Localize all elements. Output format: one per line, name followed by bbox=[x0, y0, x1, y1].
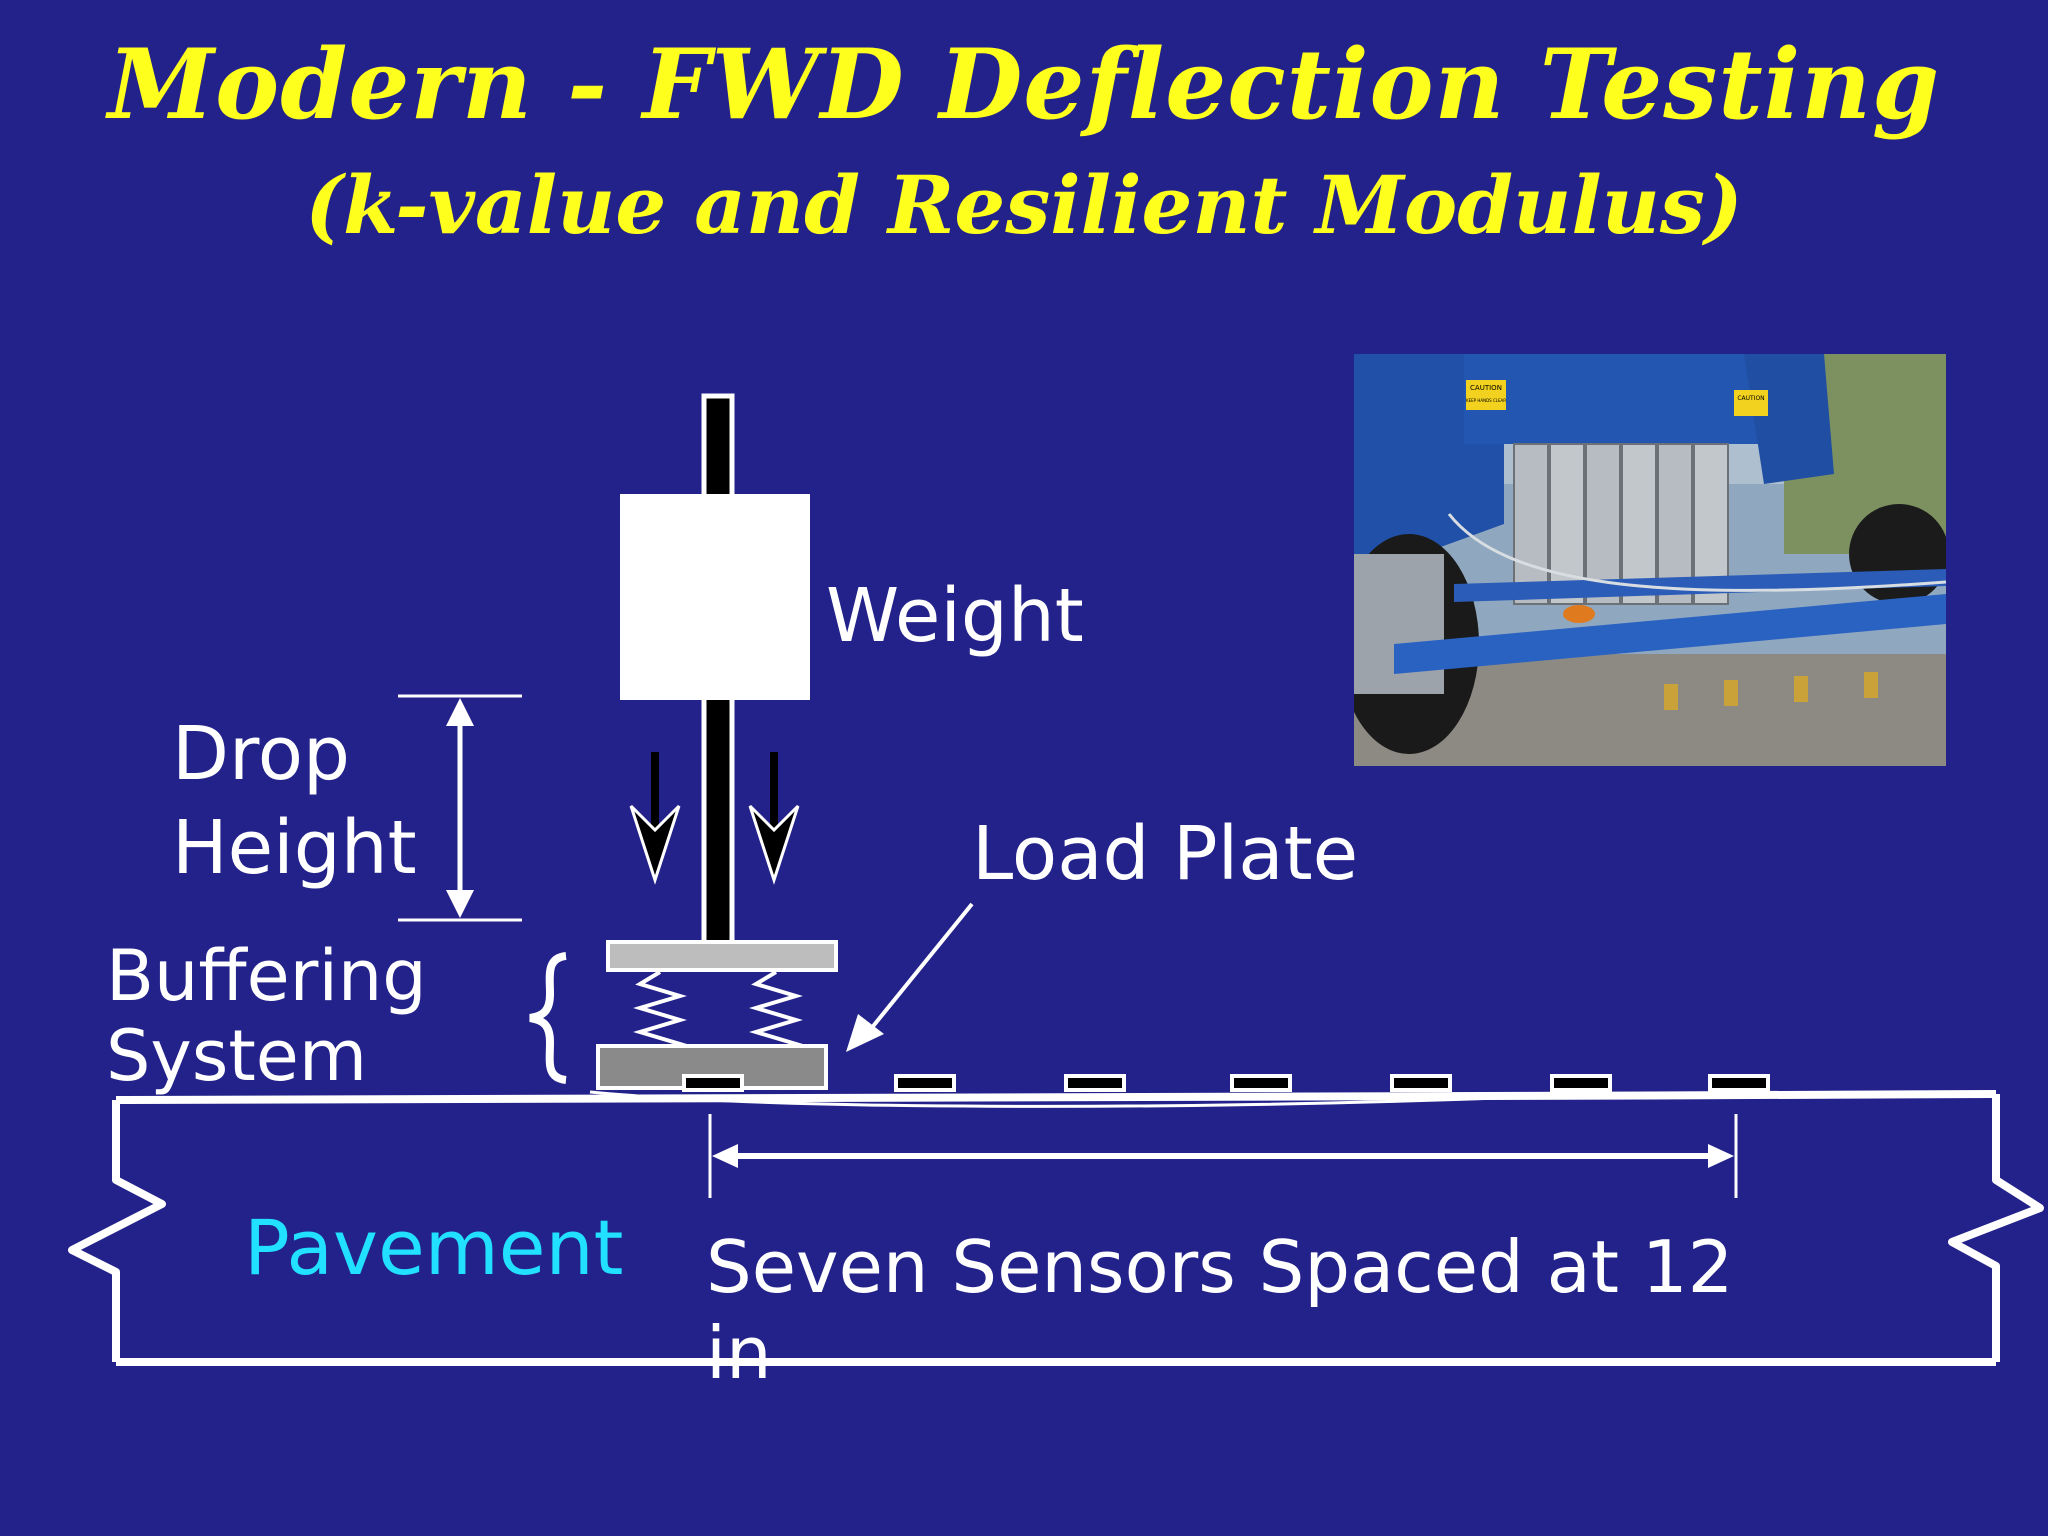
fall-arrow-right bbox=[748, 752, 800, 885]
buffer-plate bbox=[606, 940, 838, 972]
slab-deflection-basin bbox=[589, 1090, 1501, 1108]
drop-height-label-line2: Height bbox=[172, 805, 417, 891]
sensor-6 bbox=[1550, 1074, 1612, 1092]
buffering-label-line2: System bbox=[106, 1015, 368, 1097]
slide-title: Modern - FWD Deflection Testing bbox=[107, 28, 1941, 141]
drop-height-arrow bbox=[446, 698, 474, 918]
weight-block bbox=[620, 494, 810, 700]
sensor-1 bbox=[682, 1074, 744, 1092]
spring-left bbox=[633, 970, 687, 1052]
sensor-3 bbox=[1064, 1074, 1126, 1092]
fwd-trailer-photo: CAUTION KEEP HANDS CLEAR CAUTION bbox=[1354, 354, 1946, 766]
buffering-brace bbox=[529, 952, 567, 1084]
buffering-label-line1: Buffering bbox=[106, 935, 427, 1017]
load-plate-label: Load Plate bbox=[972, 811, 1359, 897]
slide-subtitle: (k-value and Resilient Modulus) bbox=[305, 158, 1743, 252]
sensor-spacing-label-line2: in bbox=[706, 1311, 772, 1395]
spring-right bbox=[749, 970, 803, 1052]
drop-height-label-line1: Drop bbox=[172, 711, 351, 797]
sensor-spacing-label: Seven Sensors Spaced at 12 in bbox=[706, 1224, 1733, 1396]
pavement-slab bbox=[68, 1090, 2044, 1366]
pavement-label: Pavement bbox=[244, 1203, 624, 1292]
sensor-spacing-arrow bbox=[712, 1144, 1734, 1168]
buffering-system-label: Buffering System bbox=[106, 936, 427, 1096]
photo-sign-left: CAUTION bbox=[1470, 384, 1502, 392]
sensor-7 bbox=[1708, 1074, 1770, 1092]
sensor-5 bbox=[1390, 1074, 1452, 1092]
photo-sign-left-small: KEEP HANDS CLEAR bbox=[1466, 398, 1506, 403]
sensor-row bbox=[682, 1074, 1770, 1092]
weight-label: Weight bbox=[826, 573, 1084, 659]
drop-height-label: Drop Height bbox=[172, 712, 417, 890]
sensor-spacing-label-line1: Seven Sensors Spaced at 12 bbox=[706, 1225, 1734, 1309]
fall-arrow-left bbox=[629, 752, 681, 885]
sensor-4 bbox=[1230, 1074, 1292, 1092]
photo-sign-right: CAUTION bbox=[1737, 395, 1764, 402]
sensor-2 bbox=[894, 1074, 956, 1092]
load-plate-pointer bbox=[846, 902, 974, 1052]
